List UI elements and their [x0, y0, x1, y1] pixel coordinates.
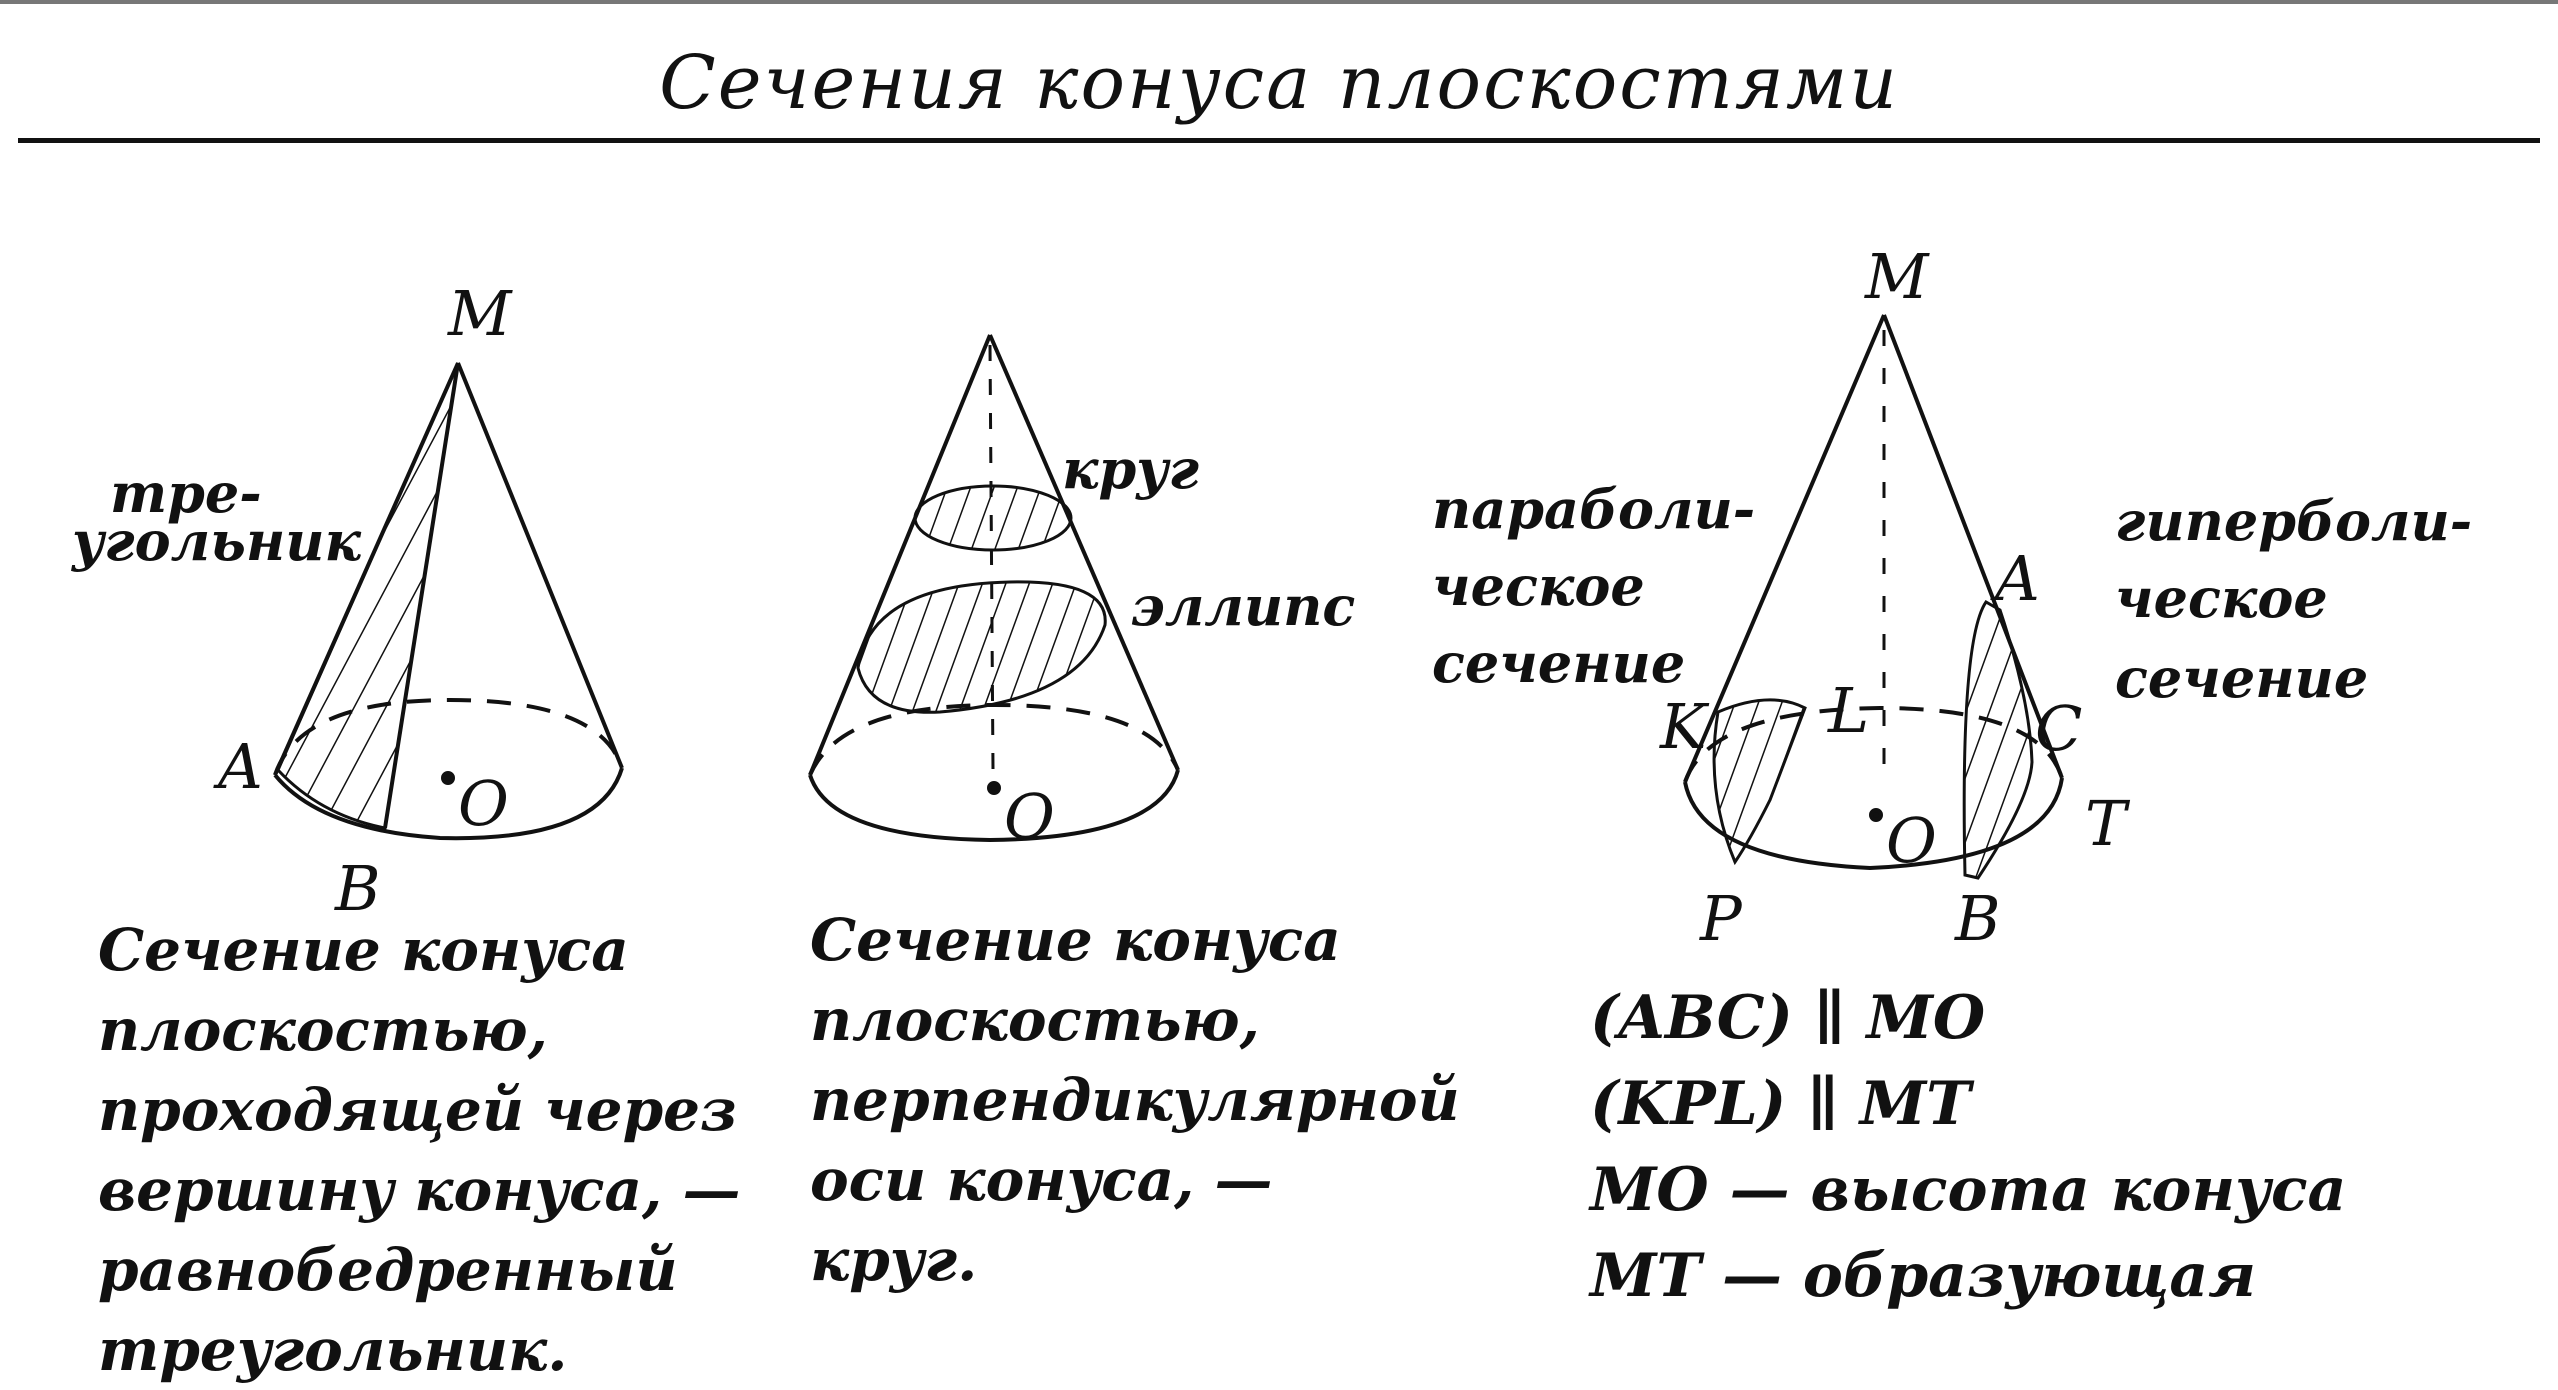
caption-triangle-section: Сечение конуса плоскостью, проходящей че…	[98, 910, 740, 1390]
cone3-label-o: O	[1886, 804, 1937, 877]
caption1-line: треугольник.	[98, 1316, 568, 1384]
cone3-right-generatrix	[1882, 314, 2064, 779]
hyperbolic-annotation-line1: гиперболи-	[2115, 489, 2472, 553]
cone3-label-a: A	[1990, 542, 2040, 615]
cone3-center-point	[1869, 808, 1883, 822]
caption1-line: равнобедренный	[98, 1236, 678, 1304]
caption2-line: плоскостью,	[810, 986, 1260, 1054]
cone1-left-generatrix	[273, 362, 460, 776]
note-mo-height: MO — высота конуса	[1590, 1155, 2347, 1225]
cone2-center-point	[987, 781, 1001, 795]
triangle-section	[276, 362, 460, 830]
note-abc-parallel-mo: (ABC) ∥ MO	[1590, 983, 1986, 1053]
hyperbolic-annotation-line2: ческое	[2115, 566, 2328, 630]
triangle-annotation-line2: угольник	[71, 509, 361, 573]
top-rule	[0, 0, 2558, 4]
caption2-line: перпендикулярной	[810, 1066, 1460, 1134]
cone3-label-b: B	[1954, 882, 2001, 955]
hyperbolic-annotation-line3: сечение	[2115, 646, 2368, 710]
cone-triangle-figure	[273, 362, 624, 841]
caption1-line: проходящей через	[98, 1076, 738, 1144]
page-title: Сечения конуса плоскостями	[659, 40, 1899, 126]
caption2-line: оси конуса, —	[810, 1146, 1273, 1214]
note-kpl-parallel-mt: (KPL) ∥ MT	[1590, 1069, 1971, 1139]
caption1-line: Сечение конуса	[98, 916, 629, 984]
cone3-base-front	[1683, 777, 2064, 871]
cone1-label-a: A	[213, 730, 263, 803]
cone3-label-l: L	[1827, 674, 1869, 747]
cone2-base-back	[808, 702, 1180, 776]
circle-annotation: круг	[1062, 437, 1199, 501]
caption2-line: круг.	[810, 1226, 978, 1294]
cone3-notes: (ABC) ∥ MO (KPL) ∥ MT MO — высота конуса…	[1590, 975, 2346, 1319]
cone3-base-back	[1683, 705, 2064, 783]
hyperbolic-section	[1962, 600, 2034, 880]
cone1-base-front	[273, 767, 624, 841]
caption1-line: плоскостью,	[98, 996, 548, 1064]
title-rule	[18, 138, 2540, 143]
circle-section	[913, 484, 1073, 552]
caption1-line: вершину конуса, —	[98, 1156, 741, 1224]
cone2-axis	[988, 344, 995, 771]
cone3-label-p: P	[1699, 882, 1743, 955]
parabolic-annotation-line3: сечение	[1432, 631, 1685, 695]
ellipse-section	[856, 580, 1107, 714]
cone2-right-generatrix	[988, 334, 1180, 771]
ellipse-annotation: эллипс	[1130, 574, 1355, 638]
cone1-center-point	[441, 771, 455, 785]
parabolic-annotation-line2: ческое	[1432, 554, 1645, 618]
cone2-base-front	[808, 769, 1180, 843]
cone-parabola-hyperbola-figure	[1683, 314, 2064, 880]
caption2-line: Сечение конуса	[810, 906, 1341, 974]
cone3-label-k: K	[1659, 690, 1710, 763]
cone3-label-m: M	[1864, 240, 1930, 313]
cone1-label-o: O	[458, 767, 509, 840]
cone1-section-edge	[383, 362, 460, 829]
cone3-label-c: C	[2035, 692, 2082, 765]
cone1-label-b: B	[334, 852, 381, 925]
cone3-left-generatrix	[1683, 314, 1886, 783]
cone3-label-t: T	[2085, 787, 2131, 860]
cone-circle-ellipse-figure	[808, 334, 1180, 843]
parabolic-annotation-line1: параболи-	[1432, 477, 1755, 541]
cone2-label-o: O	[1004, 780, 1055, 853]
note-mt-generatrix: MT — образующая	[1590, 1241, 2256, 1311]
cone2-left-generatrix	[808, 334, 992, 776]
cone1-label-m: M	[447, 277, 513, 350]
caption-circle-section: Сечение конуса плоскостью, перпендикуляр…	[810, 900, 1460, 1300]
cone1-right-generatrix	[456, 362, 624, 769]
cone1-base-back	[273, 697, 624, 776]
triangle-annotation-line1: тре-	[110, 461, 262, 525]
parabolic-section	[1712, 698, 1807, 866]
